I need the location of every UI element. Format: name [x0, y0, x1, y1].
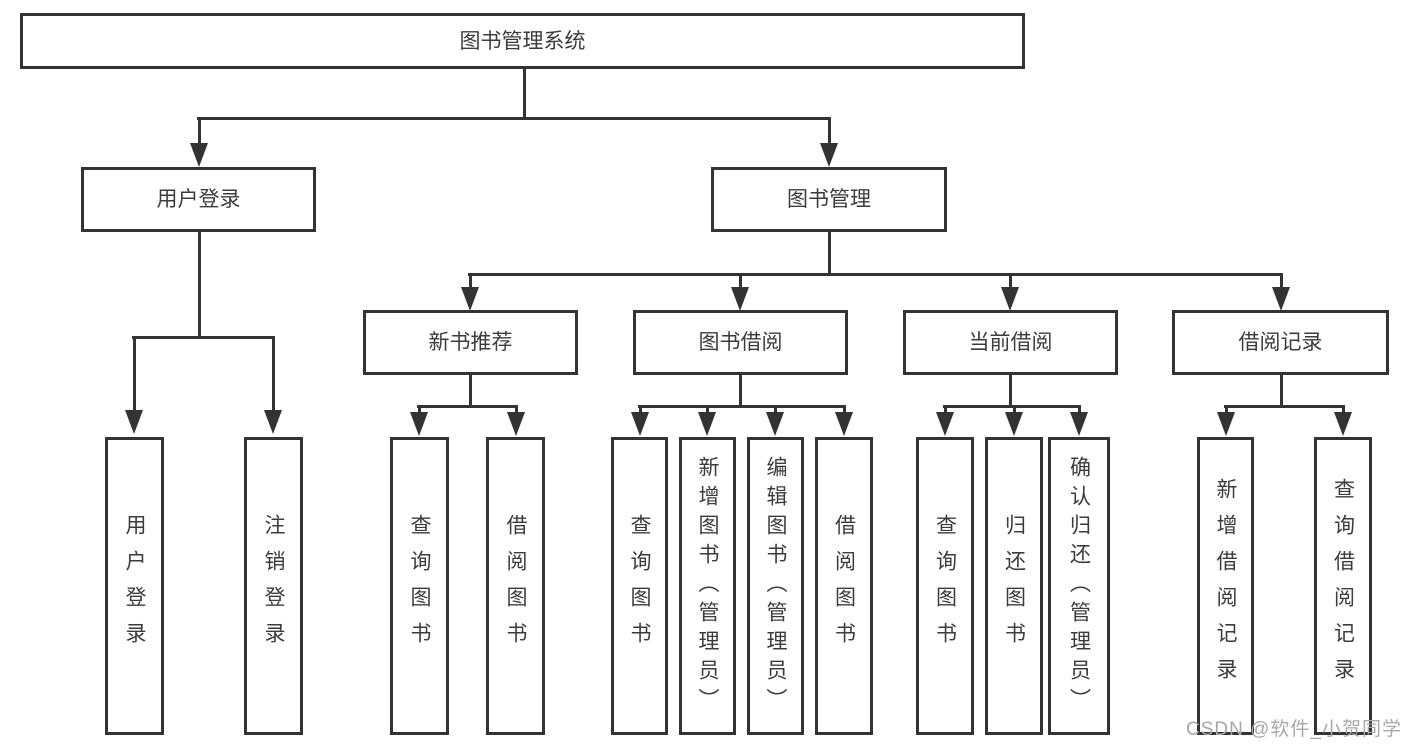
arrow-down-icon [264, 410, 282, 434]
connector-line [1342, 405, 1345, 414]
connector-line [468, 273, 1283, 276]
leaf-search-books-borrowing: 查询图书 [611, 437, 668, 735]
connector-line [197, 117, 831, 120]
node-label: 新书推荐 [428, 331, 513, 354]
connector-line [944, 405, 947, 414]
node-label: 借阅记录 [1238, 331, 1323, 354]
leaf-label: 查询图书 [933, 514, 957, 658]
connector-line [1013, 405, 1016, 414]
connector-line [1280, 375, 1283, 407]
arrow-down-icon [731, 287, 749, 311]
arrow-down-icon [631, 412, 649, 436]
connector-line [706, 405, 709, 414]
node-label: 图书借阅 [698, 331, 783, 354]
connector-line [1280, 273, 1283, 289]
connector-line [1009, 375, 1012, 407]
node-user-login: 用户登录 [81, 167, 316, 232]
leaf-label: 确认归还（管理员） [1067, 455, 1091, 717]
csdn-watermark: CSDN @软件_小贺同学 [1186, 719, 1402, 740]
leaf-label: 查询图书 [628, 514, 651, 658]
arrow-down-icon [1217, 412, 1235, 436]
node-book-borrowing: 图书借阅 [633, 310, 848, 375]
connector-line [774, 405, 777, 414]
leaf-search-borrow-record: 查询借阅记录 [1314, 437, 1372, 735]
node-label: 图书管理 [787, 188, 871, 211]
leaf-add-book-admin: 新增图书（管理员） [679, 437, 736, 735]
connector-line [739, 273, 742, 289]
arrow-down-icon [820, 143, 838, 167]
leaf-label: 查询图书 [408, 514, 431, 658]
leaf-borrow-books-borrowing: 借阅图书 [815, 437, 873, 735]
arrow-down-icon [1070, 412, 1088, 436]
leaf-add-borrow-record: 新增借阅记录 [1197, 437, 1254, 735]
arrow-down-icon [698, 412, 716, 436]
leaf-label: 注销登录 [262, 514, 285, 658]
connector-line [1224, 405, 1345, 408]
leaf-label: 新增图书（管理员） [696, 455, 719, 717]
connector-line [943, 405, 1081, 408]
connector-line [417, 405, 518, 408]
arrow-down-icon [1334, 412, 1352, 436]
connector-line [1225, 405, 1228, 414]
node-new-book-recommendation: 新书推荐 [363, 310, 578, 375]
connector-line [523, 69, 526, 119]
leaf-edit-book-admin: 编辑图书（管理员） [747, 437, 804, 735]
leaf-label: 借阅图书 [504, 514, 527, 658]
arrow-down-icon [936, 412, 954, 436]
connector-line [1009, 273, 1012, 289]
node-borrowing-records: 借阅记录 [1172, 310, 1389, 375]
node-book-management: 图书管理 [711, 167, 947, 232]
connector-line [515, 405, 518, 414]
connector-line [638, 405, 846, 408]
arrow-down-icon [1005, 412, 1023, 436]
connector-line [469, 375, 472, 407]
arrow-down-icon [410, 412, 428, 436]
node-label: 用户登录 [156, 188, 241, 211]
connector-line [198, 232, 201, 338]
leaf-search-books-current: 查询图书 [916, 437, 974, 735]
connector-line [639, 405, 642, 414]
connector-line [1078, 405, 1081, 414]
connector-line [828, 232, 831, 275]
leaf-search-books-recommend: 查询图书 [390, 437, 449, 735]
leaf-return-books: 归还图书 [985, 437, 1043, 735]
arrow-down-icon [125, 410, 143, 434]
node-current-borrowing: 当前借阅 [903, 310, 1118, 375]
leaf-label: 查询借阅记录 [1331, 478, 1355, 694]
arrow-down-icon [835, 412, 853, 436]
arrow-down-icon [1272, 287, 1290, 311]
node-library-management-system: 图书管理系统 [20, 13, 1025, 69]
leaf-label: 借阅图书 [832, 514, 856, 658]
leaf-label: 编辑图书（管理员） [764, 455, 787, 717]
leaf-label: 用户登录 [123, 514, 146, 658]
leaf-label: 归还图书 [1002, 514, 1026, 658]
node-label: 图书管理系统 [459, 29, 586, 53]
connector-line [828, 117, 831, 145]
leaf-confirm-return-admin: 确认归还（管理员） [1048, 437, 1110, 735]
connector-line [198, 117, 201, 145]
arrow-down-icon [766, 412, 784, 436]
connector-line [469, 273, 472, 289]
arrow-down-icon [190, 143, 208, 167]
connector-line [272, 336, 275, 412]
node-label: 当前借阅 [968, 331, 1053, 354]
connector-line [132, 336, 275, 339]
connector-line [739, 375, 742, 407]
arrow-down-icon [461, 287, 479, 311]
leaf-user-login: 用户登录 [105, 437, 164, 735]
leaf-label: 新增借阅记录 [1214, 478, 1237, 694]
connector-line [418, 405, 421, 414]
arrow-down-icon [1001, 287, 1019, 311]
leaf-logout: 注销登录 [244, 437, 303, 735]
connector-line [843, 405, 846, 414]
leaf-borrow-books-recommend: 借阅图书 [486, 437, 545, 735]
connector-line [133, 336, 136, 412]
arrow-down-icon [507, 412, 525, 436]
